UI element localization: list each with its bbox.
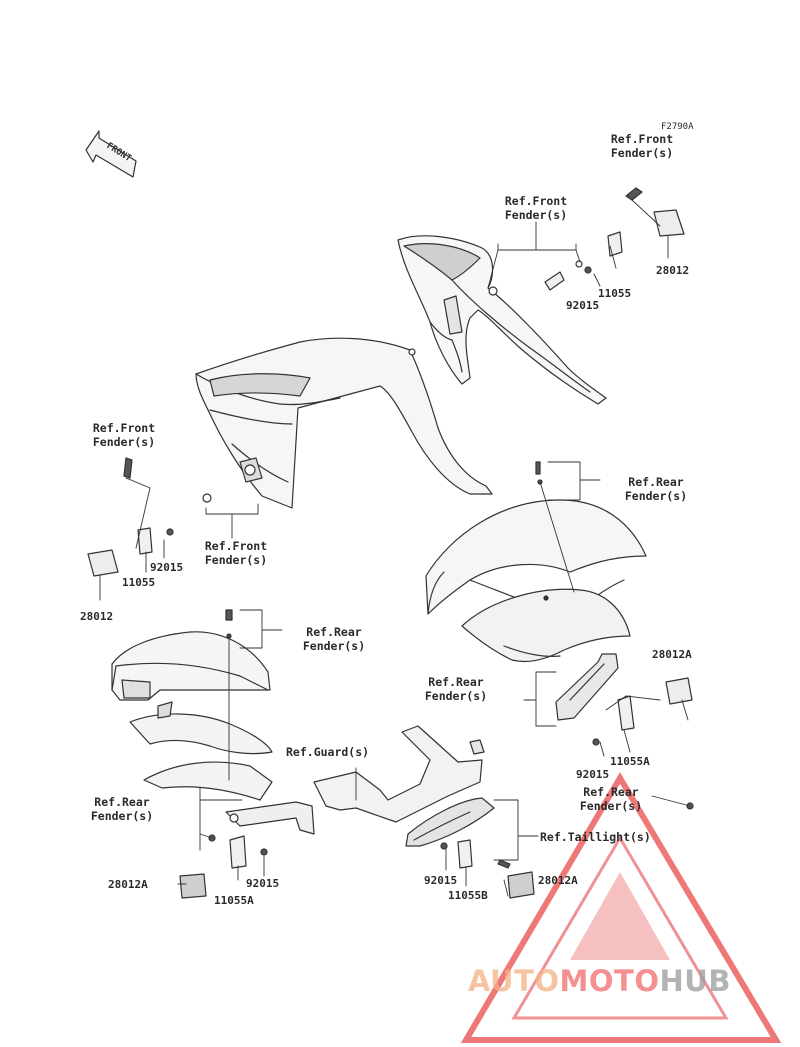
ref-rear-fender-right-top: Ref.Rear Fender(s)	[624, 475, 688, 503]
watermark-part-auto: AUTO	[468, 964, 560, 998]
figure-code: F2790A	[661, 122, 694, 132]
front-arrow-icon: FRONT	[85, 130, 137, 178]
reflector-plates	[87, 209, 693, 899]
watermark-logo: AUTOMOTOHUB	[468, 964, 731, 998]
leader-lines	[99, 199, 691, 897]
seat-cowl-lower-part	[129, 701, 273, 801]
part-92015-bottom-left: 92015	[246, 877, 280, 890]
ref-front-fender-lower: Ref.Front Fender(s)	[204, 539, 268, 567]
part-28012A-right: 28012A	[652, 648, 692, 661]
part-28012-top: 28012	[656, 264, 690, 277]
ref-front-fender-left: Ref.Front Fender(s)	[92, 421, 156, 449]
ref-rear-fender-center-left: Ref.Rear Fender(s)	[302, 625, 366, 653]
part-11055-left: 11055	[122, 576, 156, 589]
rear-fender-bracket-part	[555, 653, 619, 721]
part-11055B: 11055B	[448, 889, 488, 902]
fasteners	[123, 187, 694, 869]
ref-front-fender-upper-mid: Ref.Front Fender(s)	[504, 194, 568, 222]
upper-shroud-part	[397, 235, 607, 405]
part-11055A-right: 11055A	[610, 755, 650, 768]
part-11055A-bottom-left: 11055A	[214, 894, 254, 907]
large-shroud-part	[195, 337, 493, 509]
part-92015-right: 92015	[576, 768, 610, 781]
part-92015-left: 92015	[150, 561, 184, 574]
seat-cowl-upper-part	[111, 631, 271, 701]
small-brackets	[137, 231, 635, 869]
part-92015-top: 92015	[566, 299, 600, 312]
part-92015-bottom-center: 92015	[424, 874, 458, 887]
ref-front-fender-top: Ref.Front Fender(s)	[610, 132, 674, 160]
taillight-part	[405, 797, 495, 847]
rear-fender-upper-part	[425, 499, 647, 621]
ref-rear-fender-bottom-right: Ref.Rear Fender(s)	[579, 785, 643, 813]
watermark-part-moto: MOTO	[559, 964, 660, 998]
ref-rear-fender-center: Ref.Rear Fender(s)	[424, 675, 488, 703]
part-28012A-bottom-center: 28012A	[538, 874, 578, 887]
watermark-triangle-icon	[460, 772, 782, 1043]
part-11055-top: 11055	[598, 287, 632, 300]
ref-rear-fender-bottom-left: Ref.Rear Fender(s)	[90, 795, 154, 823]
ref-guard: Ref.Guard(s)	[286, 745, 370, 759]
rear-fender-lower-part	[461, 588, 631, 663]
part-28012-left: 28012	[80, 610, 114, 623]
part-28012A-bottom-left: 28012A	[108, 878, 148, 891]
left-small-bracket-part	[225, 801, 315, 835]
ref-taillight: Ref.Taillight(s)	[540, 830, 651, 844]
watermark-part-hub: HUB	[659, 964, 731, 998]
